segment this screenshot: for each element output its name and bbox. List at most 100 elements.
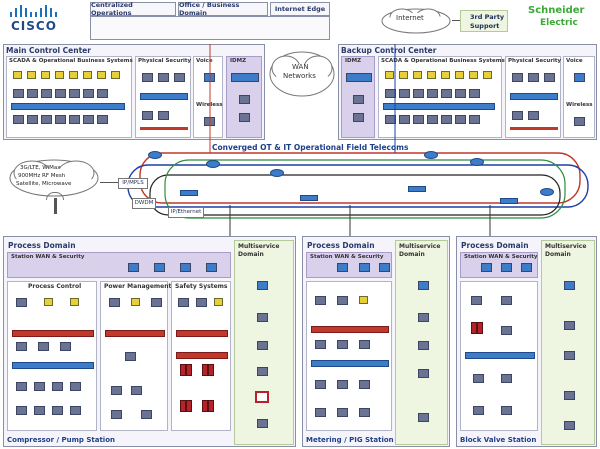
telecom-router-3 [270, 169, 284, 177]
telecom-switch-2 [300, 195, 318, 201]
schneider-logo: Schneider Electric [528, 6, 596, 34]
metering-multiservice-domain: Multiservice Domain [395, 240, 448, 445]
main-wireless-label: Wireless [196, 102, 223, 108]
block-valve-process-section [460, 281, 538, 431]
internet-edge-label: Internet Edge [274, 5, 326, 13]
telecom-router-5 [470, 158, 484, 166]
third-party-label: 3rd Party [470, 13, 505, 21]
ip-mpls-label: IP/MPLS [122, 179, 144, 186]
centralized-operations-frame [90, 16, 330, 40]
main-physical-security-label: Physical Security [138, 58, 192, 64]
metering-station-wan-label: Station WAN & Security [310, 254, 384, 260]
process-control-label: Process Control [28, 283, 82, 290]
block-valve-process-domain-title: Process Domain [461, 241, 529, 250]
compressor-multiservice-label-2: Domain [238, 251, 264, 258]
backup-physical-security-section: Physical Security [505, 56, 561, 138]
centralized-operations-box: Centralized Operations [90, 1, 176, 17]
main-control-center-title: Main Control Center [6, 46, 91, 55]
third-party-support-box: 3rd Party Support [460, 10, 508, 32]
radio-line-3: Satellite, Microwave [16, 181, 72, 187]
converged-telecoms-title: Converged OT & IT Operational Field Tele… [212, 143, 409, 152]
backup-wireless-label: Wireless [566, 102, 593, 108]
compressor-process-domain-title: Process Domain [8, 241, 76, 250]
block-valve-multiservice-domain: Multiservice Domain [541, 240, 595, 445]
block-valve-station-wan-label: Station WAN & Security [464, 254, 538, 260]
office-domain-box: Office / Business Domain [178, 1, 268, 17]
internet-to-3rd-party-link [452, 20, 460, 21]
safety-systems-label: Safety Systems [175, 283, 228, 290]
metering-station-wan: Station WAN & Security [306, 252, 392, 278]
metering-multiservice-label-2: Domain [399, 251, 425, 258]
telecom-router-1 [148, 151, 162, 159]
main-idmz-label: IDMZ [230, 58, 247, 64]
block-valve-station-wan: Station WAN & Security [460, 252, 538, 278]
main-scada-label: SCADA & Operational Business Systems [9, 58, 133, 64]
electric-wordmark: Electric [540, 18, 578, 28]
safety-systems-section: Safety Systems [171, 281, 231, 431]
backup-control-center: Backup Control Center IDMZ SCADA & Opera… [338, 44, 597, 140]
cisco-bars-icon [10, 5, 57, 17]
power-management-section: Power Management [100, 281, 172, 431]
centralized-operations-label: Centralized Operations [91, 1, 133, 17]
telecom-switch-1 [180, 190, 198, 196]
internet-edge-box: Internet Edge [270, 2, 330, 16]
radio-line-2: 900MHz RF Mesh [18, 173, 66, 179]
radio-cloud-icon [9, 159, 99, 197]
power-management-label: Power Management [104, 283, 172, 290]
compressor-station-wan-label: Station WAN & Security [11, 254, 85, 260]
support-label: Support [470, 22, 500, 30]
backup-control-center-title: Backup Control Center [341, 46, 437, 55]
cisco-wordmark: CISCO [11, 19, 57, 33]
antenna-icon [54, 198, 57, 214]
block-valve-footer: Block Valve Station [460, 436, 537, 444]
backup-voice-section: Voice Wireless [563, 56, 595, 138]
ip-mpls-box: IP/MPLS [118, 178, 148, 189]
wan-label: WAN [292, 63, 309, 71]
radio-to-mpls-link [100, 182, 120, 183]
wan-cloud-icon [269, 51, 335, 97]
telecom-switch-3 [408, 186, 426, 192]
home-icon [255, 391, 269, 403]
telecom-switch-4 [500, 198, 518, 204]
cisco-logo: CISCO [8, 4, 60, 34]
backup-physical-security-label: Physical Security [508, 58, 562, 64]
main-idmz-section: IDMZ [226, 56, 262, 138]
ip-ethernet-box: IP/Ethernet [168, 207, 204, 218]
compressor-footer: Compressor / Pump Station [7, 436, 115, 444]
block-valve-station: Process Domain Station WAN & Security Mu… [456, 236, 597, 447]
main-physical-security-section: Physical Security [135, 56, 191, 138]
wifi-signal-icon [46, 192, 64, 200]
dwdm-box: DWDM [132, 198, 156, 209]
metering-process-domain-title: Process Domain [307, 241, 375, 250]
backup-idmz-label: IDMZ [345, 58, 362, 64]
main-scada-section: SCADA & Operational Business Systems [6, 56, 133, 138]
metering-footer: Metering / PIG Station [306, 436, 394, 444]
office-domain-label: Office / Business Domain [179, 1, 240, 17]
metering-multiservice-label-1: Multiservice [399, 243, 441, 250]
metering-pig-station: Process Domain Station WAN & Security Mu… [302, 236, 450, 447]
backup-scada-section: SCADA & Operational Business Systems [378, 56, 505, 138]
ip-ethernet-label: IP/Ethernet [170, 208, 202, 215]
block-valve-multiservice-label-1: Multiservice [545, 243, 587, 250]
compressor-pump-station: Process Domain Station WAN & Security Mu… [3, 236, 296, 447]
process-control-section: Process Control [7, 281, 97, 431]
compressor-station-wan: Station WAN & Security [7, 252, 231, 278]
dwdm-label: DWDM [134, 199, 154, 206]
backup-voice-label: Voice [566, 58, 583, 64]
block-valve-multiservice-label-2: Domain [545, 251, 571, 258]
compressor-multiservice-domain: Multiservice Domain [234, 240, 294, 445]
backup-scada-label: SCADA & Operational Business Systems [381, 58, 505, 64]
backup-idmz-section: IDMZ [341, 56, 375, 138]
telecom-router-4 [424, 151, 438, 159]
radio-line-1: 3G/LTE, WiMax [20, 165, 61, 171]
main-control-center: Main Control Center SCADA & Operational … [3, 44, 265, 140]
telecom-router-6 [540, 188, 554, 196]
main-voice-label: Voice [196, 58, 213, 64]
schneider-wordmark: Schneider [528, 5, 585, 16]
internet-cloud-icon [381, 8, 451, 34]
telecom-router-2 [206, 160, 220, 168]
internet-label: Internet [396, 14, 424, 22]
networks-label: Networks [283, 72, 316, 80]
metering-process-section [306, 281, 392, 431]
